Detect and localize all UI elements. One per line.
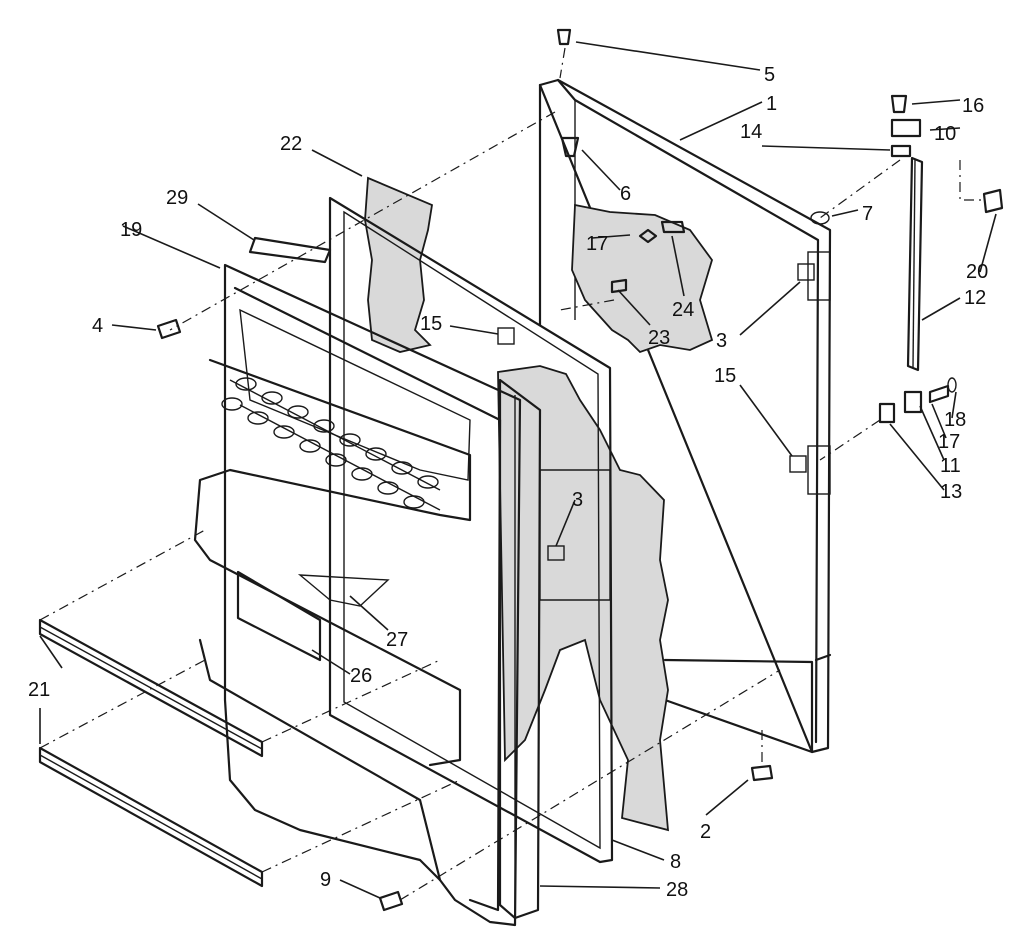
callout-15-left: 15 — [420, 313, 442, 335]
callout-20: 21 — [28, 679, 50, 701]
door-outer-panel — [538, 78, 832, 754]
liner-top-panel — [248, 236, 332, 264]
callout-10: 10 — [934, 123, 956, 145]
callout-21: 20 — [966, 261, 988, 283]
callout-9: 9 — [320, 869, 331, 891]
callout-3-lower: 3 — [572, 489, 583, 511]
callout-14: 14 — [740, 121, 762, 143]
callout-27: 27 — [386, 629, 408, 651]
callout-3-upper: 3 — [716, 330, 727, 352]
callout-5: 5 — [764, 64, 775, 86]
callout-11: 11 — [940, 455, 961, 477]
alignment-lines — [39, 47, 984, 901]
callout-leaders — [39, 41, 997, 899]
door-liner — [193, 263, 522, 927]
door-gasket — [328, 196, 614, 864]
callout-4: 4 — [92, 315, 103, 337]
callout-15-right: 15 — [714, 365, 736, 387]
callout-29: 29 — [166, 187, 188, 209]
callout-7: 7 — [862, 203, 873, 225]
egg-cups — [221, 377, 439, 509]
door-shelves — [38, 618, 264, 888]
hardware — [156, 28, 830, 912]
callout-8: 8 — [670, 851, 681, 873]
callout-22: 22 — [280, 133, 302, 155]
callout-24: 23 — [648, 327, 670, 349]
callout-1: 1 — [766, 93, 777, 115]
callout-12: 12 — [964, 287, 986, 309]
callout-2: 2 — [700, 821, 711, 843]
callout-23: 26 — [350, 665, 372, 687]
callout-13: 13 — [940, 481, 962, 503]
callout-28: 28 — [666, 879, 688, 901]
callout-6: 6 — [620, 183, 631, 205]
callout-labels: 5 1 14 16 10 6 7 20 12 3 15 18 17 11 13 … — [28, 64, 988, 901]
callout-26: 24 — [672, 299, 694, 321]
callout-17-left: 17 — [586, 233, 608, 255]
callout-17-right: 17 — [938, 431, 960, 453]
callout-19: 19 — [120, 219, 142, 241]
hinge-assembly — [878, 94, 1004, 424]
callout-16: 16 — [962, 95, 984, 117]
callout-18: 18 — [944, 409, 966, 431]
